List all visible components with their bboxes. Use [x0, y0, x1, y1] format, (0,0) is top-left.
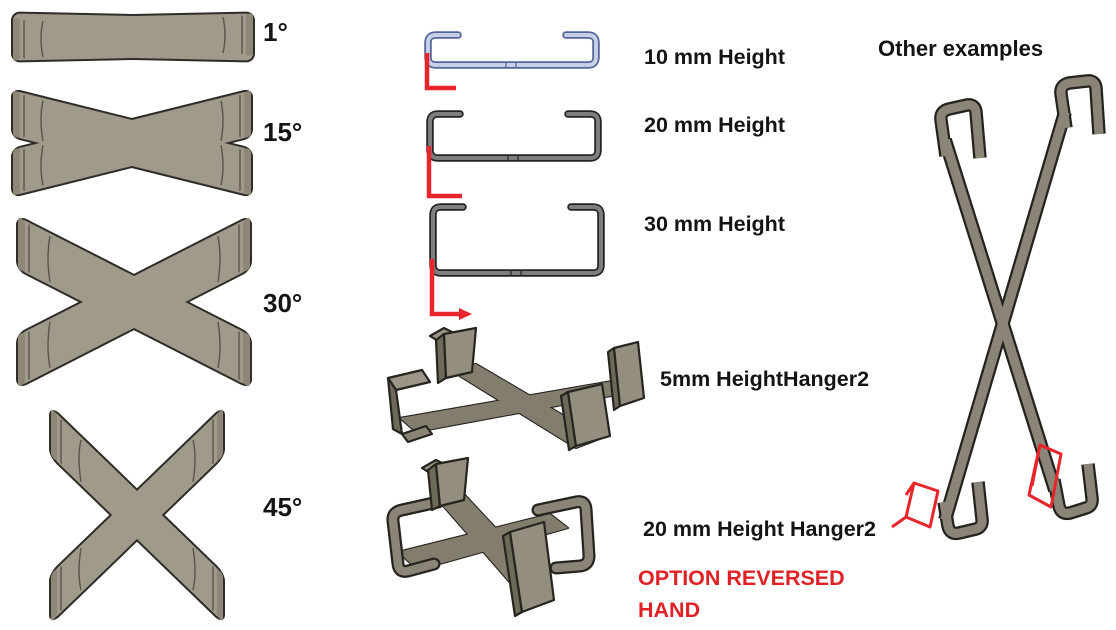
- height-dim-mark-20mm: [426, 146, 462, 199]
- hanger-label-5mm: 5mm HeightHanger2: [660, 367, 870, 391]
- clip-20mm-drawing: [426, 110, 602, 199]
- clip-label-10mm: 10 mm Height: [644, 45, 785, 69]
- clip-label-30mm: 30 mm Height: [644, 212, 785, 236]
- cross-hanger-drawing: [891, 74, 1106, 541]
- reversed-hand-annotations: [891, 443, 1063, 529]
- angle-part-45deg-drawing: [42, 400, 232, 630]
- other-examples-title: Other examples: [878, 36, 1044, 61]
- angle-part-1deg-drawing: [8, 8, 258, 66]
- hanger-20mm-drawing: [386, 456, 596, 618]
- height-dim-mark-30mm: [429, 259, 472, 320]
- height-dim-mark-10mm: [424, 53, 456, 91]
- clip-label-20mm: 20 mm Height: [644, 113, 785, 137]
- hanger-label-20mm: 20 mm Height Hanger2: [643, 517, 876, 541]
- option-note-line1: OPTION REVERSED: [638, 566, 845, 590]
- angle-part-15deg-drawing: [6, 86, 258, 200]
- hanger-5mm-drawing: [386, 326, 646, 452]
- angle-label-1deg: 1°: [263, 17, 288, 47]
- angle-label-45deg: 45°: [263, 492, 303, 522]
- option-note-line2: HAND: [638, 598, 701, 622]
- clip-10mm-drawing: [424, 31, 600, 91]
- angle-label-30deg: 30°: [263, 288, 303, 318]
- clip-30mm-drawing: [429, 203, 605, 320]
- option-note: OPTION REVERSED HAND: [638, 562, 845, 626]
- angle-part-30deg-drawing: [10, 210, 258, 394]
- angle-label-15deg: 15°: [263, 117, 303, 147]
